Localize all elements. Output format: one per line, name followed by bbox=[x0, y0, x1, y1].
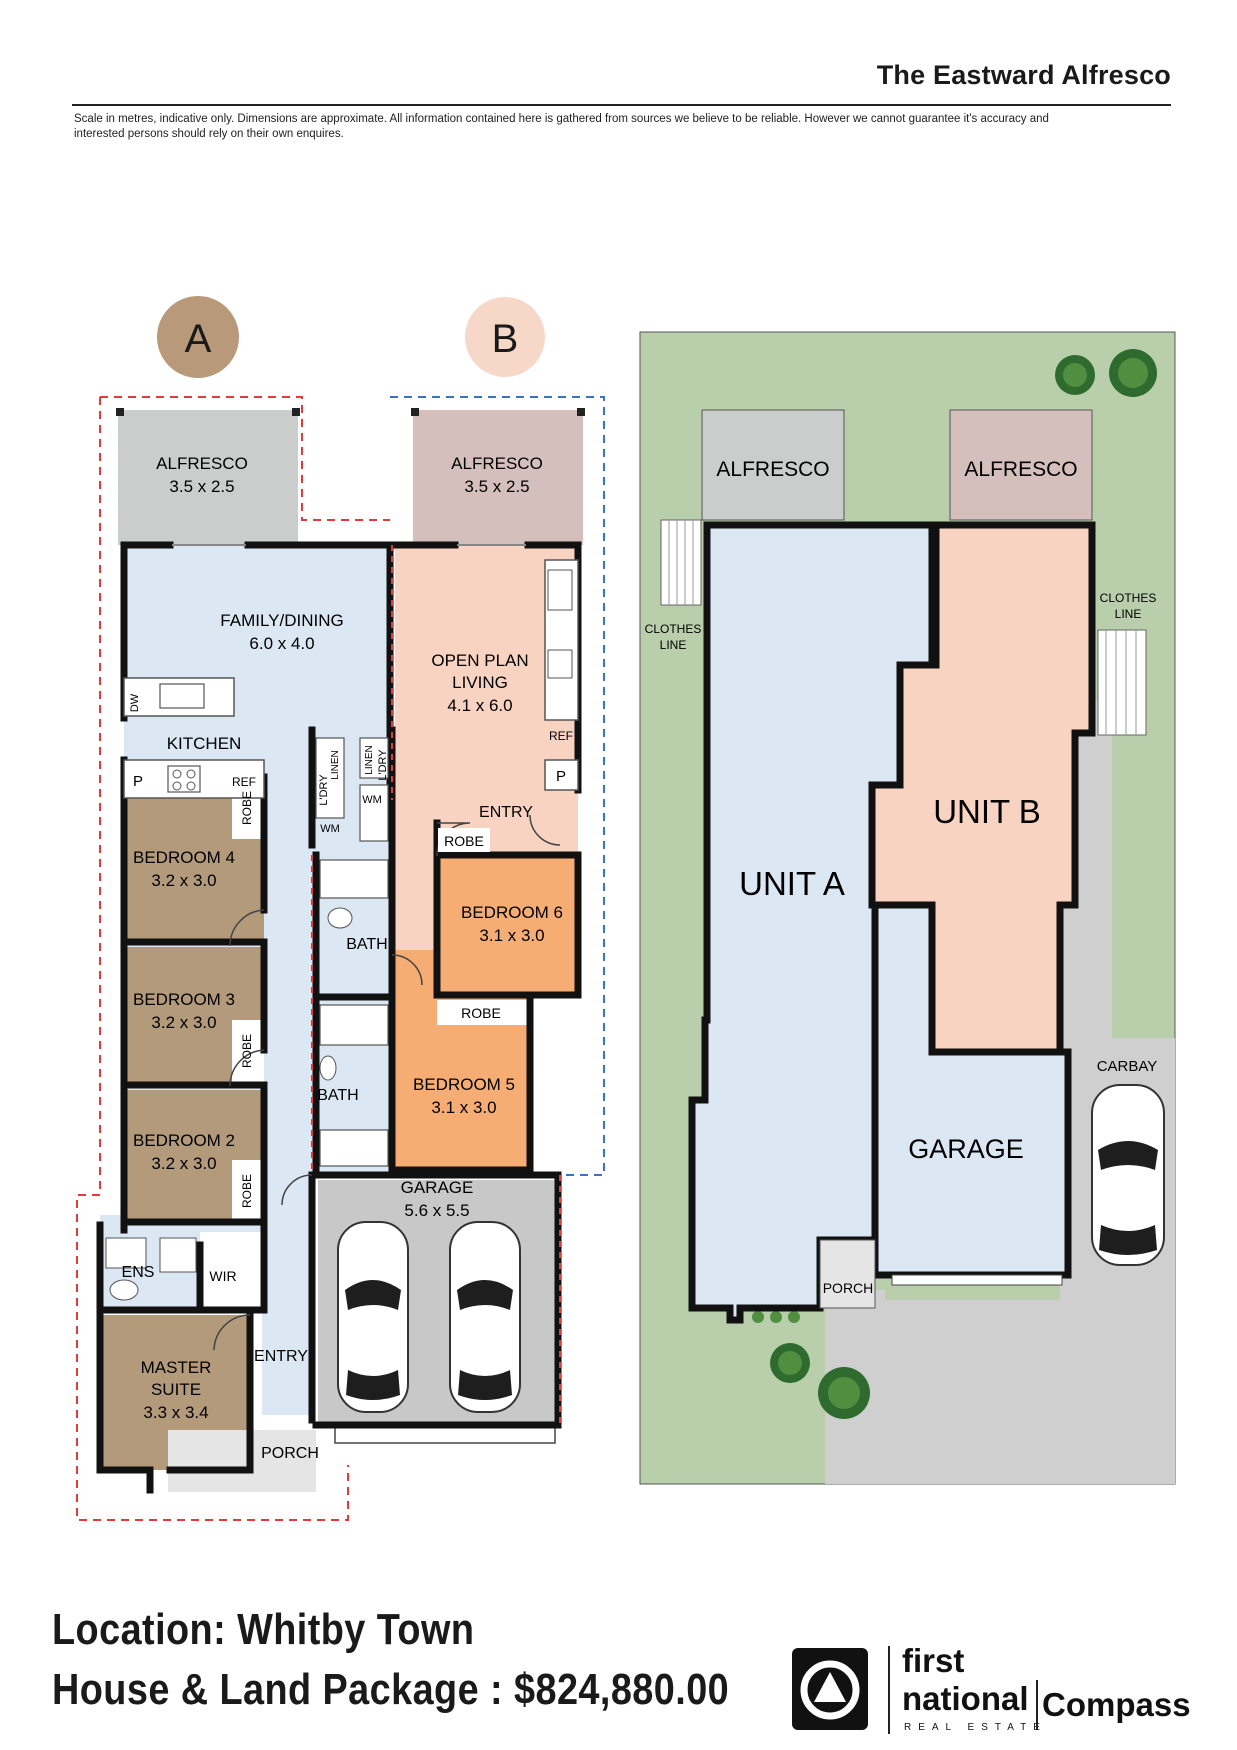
linen-b-label: LINEN bbox=[364, 745, 375, 774]
dw-label: DW bbox=[129, 693, 141, 712]
alfresco-b-name: ALFRESCO bbox=[451, 454, 543, 473]
logo-line1: first bbox=[902, 1642, 965, 1679]
badge-b: B bbox=[492, 317, 519, 361]
brand-logo: first national REAL ESTATE Compass bbox=[792, 1642, 1192, 1742]
site-garage: GARAGE bbox=[908, 1134, 1024, 1164]
logo-partner: Compass bbox=[1042, 1686, 1191, 1723]
clothes-right-1: CLOTHES bbox=[1100, 591, 1157, 605]
ens-label: ENS bbox=[122, 1264, 155, 1281]
wm-a-label: WM bbox=[320, 823, 340, 835]
alfresco-b-size: 3.5 x 2.5 bbox=[464, 477, 529, 496]
pantry-a-label: P bbox=[133, 773, 143, 790]
robe4-label: ROBE bbox=[240, 791, 254, 825]
bed3-name: BEDROOM 3 bbox=[133, 990, 235, 1009]
location-text: Location: Whitby Town bbox=[52, 1605, 475, 1654]
badge-a: A bbox=[185, 317, 212, 361]
site-porch: PORCH bbox=[823, 1280, 874, 1296]
site-alfresco-a: ALFRESCO bbox=[716, 458, 829, 481]
bed5-size: 3.1 x 3.0 bbox=[431, 1098, 496, 1117]
bed4-size: 3.2 x 3.0 bbox=[151, 871, 216, 890]
kitchen-label: KITCHEN bbox=[167, 734, 242, 753]
wm-b-label: WM bbox=[362, 794, 382, 806]
living-l1: OPEN PLAN bbox=[431, 651, 528, 670]
site-carbay: CARBAY bbox=[1097, 1058, 1158, 1075]
bed4-name: BEDROOM 4 bbox=[133, 848, 235, 867]
robe2-label: ROBE bbox=[240, 1174, 254, 1208]
logo-line2: national bbox=[902, 1680, 1029, 1717]
porch-label: PORCH bbox=[261, 1445, 319, 1462]
site-unit-b: UNIT B bbox=[933, 793, 1041, 830]
package-text: House & Land Package : $824,880.00 bbox=[52, 1665, 730, 1714]
logo-line3: REAL ESTATE bbox=[904, 1722, 1047, 1733]
linen-a-label: LINEN bbox=[330, 750, 341, 779]
title-rule bbox=[72, 104, 1171, 106]
alfresco-a-size: 3.5 x 2.5 bbox=[169, 477, 234, 496]
robe3-label: ROBE bbox=[240, 1034, 254, 1068]
bed3-size: 3.2 x 3.0 bbox=[151, 1013, 216, 1032]
ref-b-label: REF bbox=[549, 729, 573, 743]
master-l1: MASTER bbox=[141, 1358, 212, 1377]
page-title: The Eastward Alfresco bbox=[876, 60, 1171, 90]
pantry-b-label: P bbox=[556, 768, 566, 785]
bed2-name: BEDROOM 2 bbox=[133, 1131, 235, 1150]
site-alfresco-b: ALFRESCO bbox=[964, 458, 1077, 481]
garage-size: 5.6 x 5.5 bbox=[404, 1201, 469, 1220]
disclaimer: Scale in metres, indicative only. Dimens… bbox=[74, 113, 1049, 140]
logo-separator bbox=[888, 1646, 890, 1734]
ref-a-label: REF bbox=[232, 775, 256, 789]
clothes-right-2: LINE bbox=[1115, 607, 1142, 621]
master-l2: SUITE bbox=[151, 1380, 201, 1399]
bath-b-label: BATH bbox=[317, 1087, 358, 1104]
master-size: 3.3 x 3.4 bbox=[143, 1403, 208, 1422]
logo-separator-2 bbox=[1036, 1680, 1038, 1730]
badge-b-circle bbox=[465, 297, 545, 377]
badge-a-circle bbox=[157, 296, 239, 378]
entry-a-label: ENTRY bbox=[254, 1348, 308, 1365]
clothes-left-2: LINE bbox=[660, 638, 687, 652]
clothes-left-1: CLOTHES bbox=[645, 622, 702, 636]
ldry-a-label: L'DRY bbox=[318, 774, 330, 806]
logo-mark-icon bbox=[792, 1648, 868, 1730]
entry-b-label: ENTRY bbox=[479, 804, 533, 821]
bed6-size: 3.1 x 3.0 bbox=[479, 926, 544, 945]
bath-a-label: BATH bbox=[346, 936, 387, 953]
bed2-size: 3.2 x 3.0 bbox=[151, 1154, 216, 1173]
wir-label: WIR bbox=[209, 1268, 236, 1284]
family-size: 6.0 x 4.0 bbox=[249, 634, 314, 653]
bed5-name: BEDROOM 5 bbox=[413, 1075, 515, 1094]
site-unit-a: UNIT A bbox=[739, 865, 845, 902]
alfresco-a-name: ALFRESCO bbox=[156, 454, 248, 473]
robe5-label: ROBE bbox=[461, 1005, 501, 1021]
ldry-b-label: L'DRY bbox=[377, 749, 389, 781]
garage-name: GARAGE bbox=[401, 1178, 474, 1197]
family-name: FAMILY/DINING bbox=[220, 611, 343, 630]
robe6-label: ROBE bbox=[444, 833, 484, 849]
living-l2: LIVING bbox=[452, 673, 508, 692]
bed6-name: BEDROOM 6 bbox=[461, 903, 563, 922]
living-size: 4.1 x 6.0 bbox=[447, 696, 512, 715]
